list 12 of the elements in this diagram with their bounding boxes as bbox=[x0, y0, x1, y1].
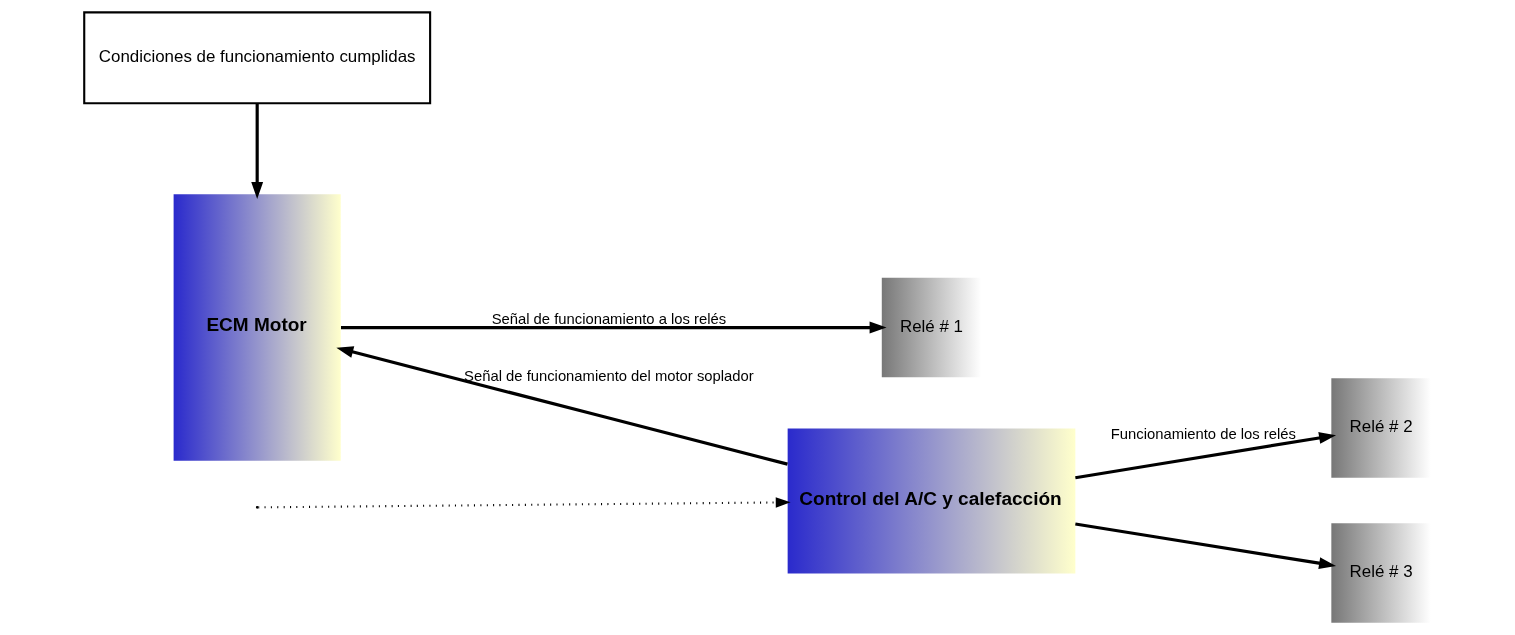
edge-label: Funcionamiento de los relés bbox=[1110, 425, 1296, 442]
arrow bbox=[341, 321, 887, 334]
arrow bbox=[336, 346, 788, 466]
node-box: Control del A/C y calefacción bbox=[787, 428, 1076, 574]
arrow bbox=[258, 497, 791, 509]
arrow bbox=[1075, 522, 1336, 570]
edge-label: Señal de funcionamiento del motor soplador bbox=[464, 367, 754, 384]
arrow bbox=[1075, 432, 1336, 480]
arrow bbox=[251, 103, 264, 200]
node-box: ECM Motor bbox=[173, 194, 341, 461]
node-box: Condiciones de funcionamiento cumplidas bbox=[83, 11, 432, 105]
edge-label: Señal de funcionamiento a los relés bbox=[491, 310, 727, 327]
